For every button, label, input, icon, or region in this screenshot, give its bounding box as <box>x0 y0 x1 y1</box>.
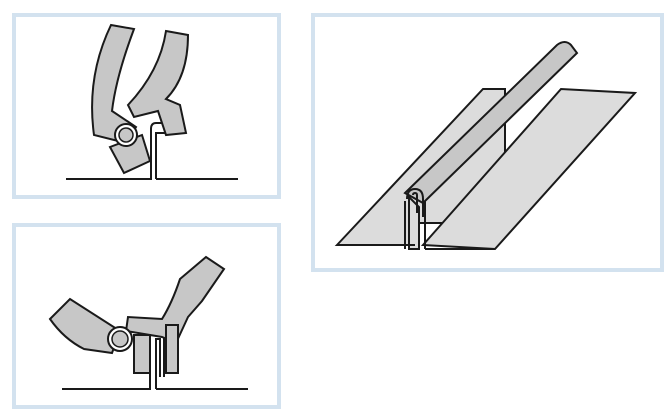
roof-sheet-right <box>420 87 638 251</box>
sheet-base-edges <box>337 244 495 250</box>
seaming-tool-illustration-open <box>66 23 238 180</box>
tool-jaw-right <box>165 324 179 374</box>
folded-seam <box>149 330 165 389</box>
panel-finished-standing-seam <box>311 13 664 272</box>
tool-pivot-inner <box>118 127 134 143</box>
standing-seam-illustration <box>334 41 638 251</box>
tool-pivot-inner <box>111 330 129 348</box>
tool-handle-right <box>124 255 226 345</box>
seam-profile-end <box>404 187 426 249</box>
panel-tool-closing-seam <box>12 223 281 409</box>
seaming-tool-illustration-closing <box>48 255 248 390</box>
tool-handle-right <box>126 29 190 137</box>
seam-ridge <box>403 41 579 205</box>
tool-jaw-left <box>133 334 151 374</box>
roof-sheet-line <box>66 122 238 180</box>
panel-tool-approaching-seam <box>12 13 281 199</box>
